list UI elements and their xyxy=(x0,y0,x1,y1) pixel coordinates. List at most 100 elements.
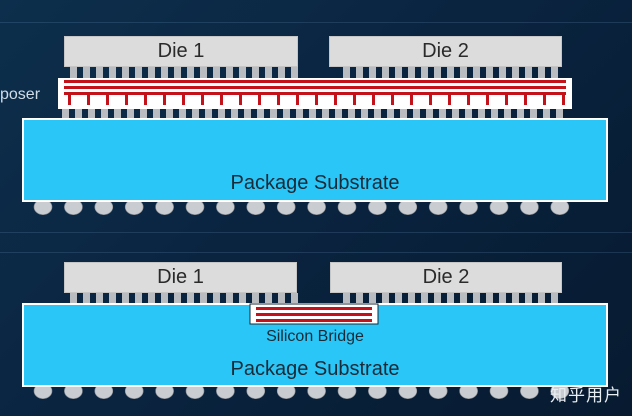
top-die-2: Die 2 xyxy=(329,36,562,67)
micro-bump xyxy=(278,293,285,304)
micro-bump xyxy=(499,293,506,304)
interposer-via xyxy=(410,92,413,105)
c4-bump xyxy=(322,109,329,118)
micro-bump xyxy=(447,293,454,304)
c4-bump xyxy=(166,109,173,118)
bridge-trace xyxy=(256,319,372,322)
interposer-via xyxy=(372,92,375,105)
c4-bump xyxy=(439,109,446,118)
micro-bump xyxy=(226,67,233,78)
micro-bump xyxy=(434,293,441,304)
background-line xyxy=(0,22,632,23)
background-line xyxy=(0,232,632,233)
c4-bump xyxy=(257,109,264,118)
micro-bump xyxy=(83,67,90,78)
micro-bump xyxy=(408,293,415,304)
micro-bump xyxy=(291,293,298,304)
watermark: 知乎用户 xyxy=(550,386,622,405)
c4-bump xyxy=(530,109,537,118)
die-label: Die 2 xyxy=(422,266,470,288)
c4-bump xyxy=(192,109,199,118)
substrate-label: Package Substrate xyxy=(230,172,400,194)
c4-bump xyxy=(309,109,316,118)
interposer-trace xyxy=(64,80,566,83)
c4-bump xyxy=(296,109,303,118)
c4-bump xyxy=(543,109,550,118)
top-package-substrate: Package Substrate xyxy=(22,118,608,202)
silicon-bridge xyxy=(249,303,379,325)
c4-bump xyxy=(179,109,186,118)
micro-bump xyxy=(538,67,545,78)
micro-bump xyxy=(161,67,168,78)
c4-bump xyxy=(270,109,277,118)
die-label: Die 1 xyxy=(157,40,205,62)
interposer-label: poser xyxy=(0,86,41,103)
interposer-via xyxy=(448,92,451,105)
c4-bump xyxy=(244,109,251,118)
c4-bump xyxy=(452,109,459,118)
c4-bump xyxy=(75,109,82,118)
micro-bump xyxy=(83,293,90,304)
interposer-via xyxy=(524,92,527,105)
c4-bump xyxy=(361,109,368,118)
micro-bump xyxy=(239,293,246,304)
bottom-die-2: Die 2 xyxy=(330,262,562,293)
micro-bump xyxy=(174,293,181,304)
micro-bump xyxy=(252,293,259,304)
micro-bump xyxy=(356,293,363,304)
interposer-via xyxy=(562,92,565,105)
micro-bump xyxy=(174,67,181,78)
micro-bump xyxy=(122,67,129,78)
micro-bump xyxy=(473,293,480,304)
interposer-via xyxy=(106,92,109,105)
c4-bump xyxy=(491,109,498,118)
interposer-via xyxy=(182,92,185,105)
substrate-label: Package Substrate xyxy=(230,358,400,380)
interposer-via xyxy=(144,92,147,105)
interposer-via xyxy=(391,92,394,105)
bridge-trace xyxy=(256,307,372,310)
interposer xyxy=(58,78,572,109)
micro-bump xyxy=(96,67,103,78)
micro-bump xyxy=(356,67,363,78)
micro-bump xyxy=(460,67,467,78)
c4-bump xyxy=(101,109,108,118)
c4-bump xyxy=(478,109,485,118)
interposer-via xyxy=(505,92,508,105)
interposer-via xyxy=(296,92,299,105)
bridge-trace xyxy=(256,313,372,316)
micro-bump xyxy=(512,293,519,304)
bottom-die-1: Die 1 xyxy=(64,262,297,293)
bottom-die-bumps xyxy=(70,293,558,304)
interposer-via xyxy=(239,92,242,105)
micro-bump xyxy=(109,293,116,304)
micro-bump xyxy=(291,67,298,78)
interposer-via xyxy=(220,92,223,105)
micro-bump xyxy=(109,67,116,78)
interposer-via xyxy=(277,92,280,105)
c4-bump xyxy=(205,109,212,118)
micro-bump xyxy=(525,67,532,78)
micro-bump xyxy=(486,67,493,78)
interposer-via xyxy=(201,92,204,105)
c4-bump xyxy=(283,109,290,118)
interposer-via xyxy=(429,92,432,105)
c4-bump xyxy=(387,109,394,118)
micro-bump xyxy=(161,293,168,304)
micro-bump xyxy=(538,293,545,304)
interposer-via xyxy=(125,92,128,105)
c4-bump xyxy=(413,109,420,118)
micro-bump xyxy=(408,67,415,78)
interposer-via xyxy=(353,92,356,105)
micro-bump xyxy=(434,67,441,78)
c4-bump xyxy=(374,109,381,118)
interposer-via xyxy=(315,92,318,105)
micro-bump xyxy=(551,293,558,304)
interposer-via xyxy=(543,92,546,105)
bottom-package-balls xyxy=(33,383,570,399)
micro-bump xyxy=(252,67,259,78)
micro-bump xyxy=(70,67,77,78)
micro-bump xyxy=(213,293,220,304)
